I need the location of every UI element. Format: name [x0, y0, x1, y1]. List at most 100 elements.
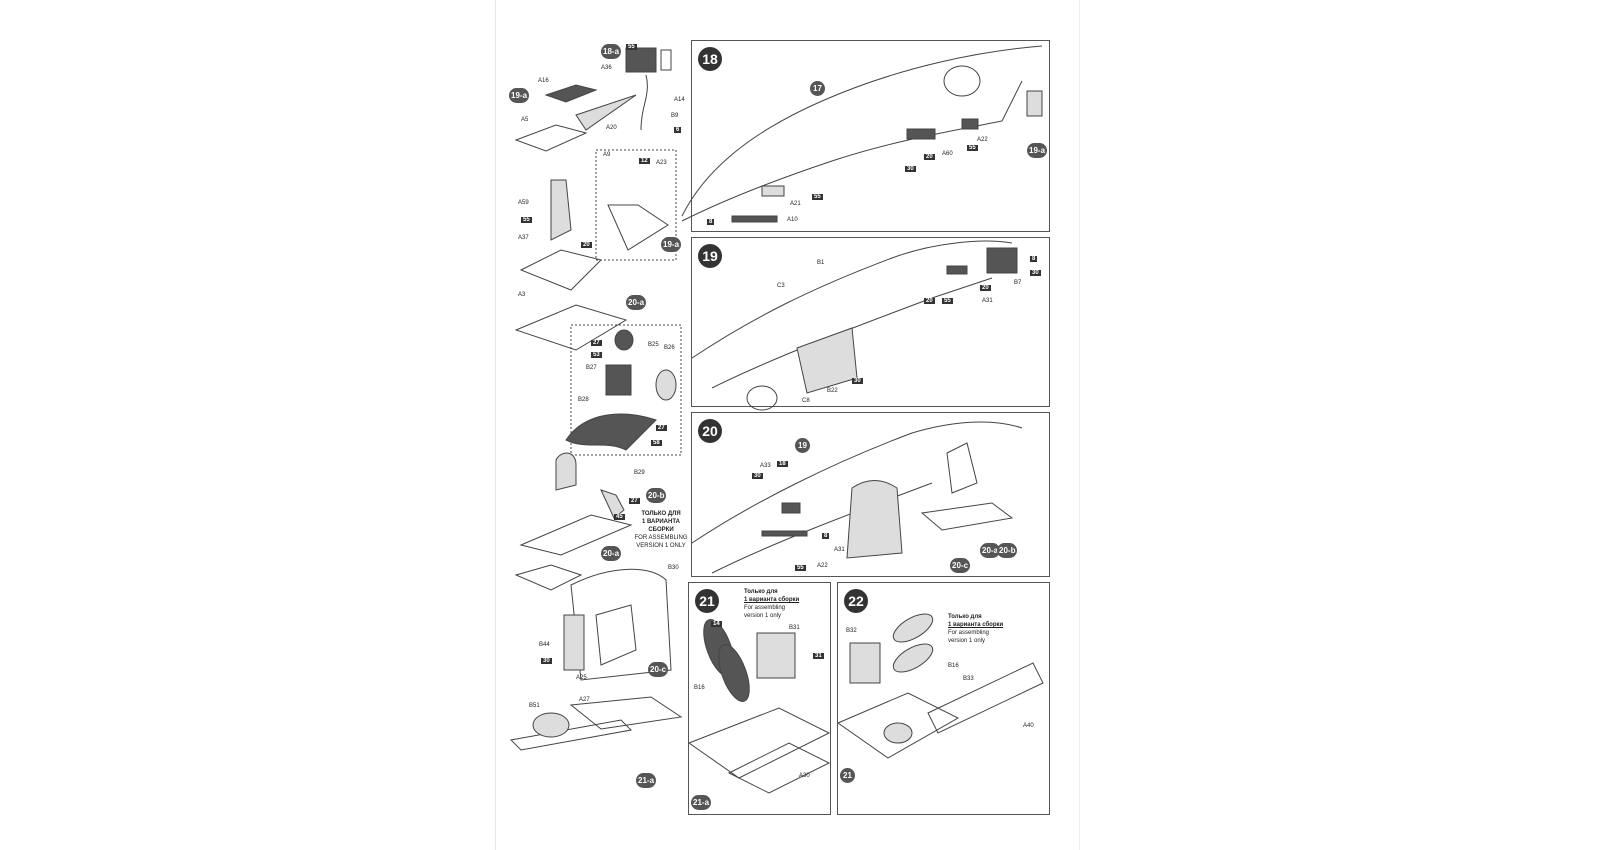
part-label: A37: [518, 235, 529, 241]
part-label: A20: [606, 125, 617, 131]
step-20-panel: 20 19 20-c 20-a 20-b A33 A31 A22 18 30 8…: [691, 412, 1050, 577]
paint-code-badge: 20: [924, 298, 935, 304]
part-label: B32: [846, 628, 857, 634]
paint-code-badge: 31: [813, 653, 824, 659]
part-label: B30: [668, 565, 679, 571]
step-21-panel: 21 Только для 1 варианта сборки For asse…: [687, 582, 831, 815]
fuselage-half-drawing: [681, 45, 1043, 223]
step-number: 19: [698, 244, 722, 268]
paint-code-badge: 30: [752, 473, 763, 479]
part-label: B22: [827, 388, 838, 394]
paint-code-badge: 27: [656, 425, 667, 431]
part-label: A36: [601, 65, 612, 71]
part-label: A31: [982, 298, 993, 304]
fuselage-half-drawing: [691, 240, 1018, 411]
paint-code-badge: 18: [777, 461, 788, 467]
step-18-panel: 18 17 19-a A60 A22 A21 A10 55 8 20 30 55: [681, 40, 1050, 232]
part-label: B7: [1014, 280, 1022, 286]
part-label: B33: [963, 676, 974, 682]
part-label: B28: [578, 397, 589, 403]
part-label: A31: [834, 547, 845, 553]
version-note-caps: ТОЛЬКО ДЛЯ 1 ВАРИАНТА СБОРКИ FOR ASSEMBL…: [634, 511, 688, 549]
paint-code-badge: 12: [639, 158, 650, 164]
part-label: A16: [538, 78, 549, 84]
paint-code-badge: 45: [614, 514, 625, 520]
ref-17-badge: 17: [810, 81, 825, 96]
drop-tanks-drawing: [836, 613, 1044, 759]
ref-21a-badge: 21-a: [691, 795, 712, 810]
step-number: 22: [844, 589, 868, 613]
instruction-page: 18-a 19-a 19-a 20-a 20-b 20-a 20-c 21-a …: [495, 0, 1080, 850]
part-label: A5: [521, 117, 529, 123]
part-label: A40: [1023, 723, 1034, 729]
subassembly-21a-badge: 21-a: [636, 773, 657, 788]
part-label: A59: [518, 200, 529, 206]
paint-code-badge: 55: [812, 194, 823, 200]
ref-19a-badge: 19-a: [1027, 143, 1048, 158]
part-label: B44: [539, 642, 550, 648]
part-label: B31: [789, 625, 800, 631]
paint-code-badge: 55: [521, 217, 532, 223]
step-number: 18: [698, 47, 722, 71]
part-label: B9: [671, 113, 679, 119]
paint-code-badge: 55: [967, 145, 978, 151]
paint-code-badge: 30: [852, 378, 863, 384]
paint-code-badge: 30: [1030, 270, 1041, 276]
ref-20c-badge: 20-c: [950, 558, 971, 573]
part-label: B25: [648, 342, 659, 348]
paint-code-badge: 55: [795, 565, 806, 571]
paint-code-badge: 8: [822, 533, 830, 539]
subassembly-19a-ref-badge: 19-a: [661, 237, 682, 252]
part-label: C3: [777, 283, 785, 289]
part-label: A9: [603, 152, 611, 158]
part-label: B16: [948, 663, 959, 669]
paint-code-badge: 30: [541, 658, 552, 664]
fuselage-half-drawing: [691, 421, 1023, 574]
paint-code-badge: 14: [711, 621, 722, 627]
part-label: A22: [977, 137, 988, 143]
subassembly-19a-badge: 19-a: [509, 88, 530, 103]
part-label: B26: [664, 345, 675, 351]
paint-code-badge: 8: [707, 219, 715, 225]
part-label: B1: [817, 260, 825, 266]
ref-19-badge: 19: [795, 438, 810, 453]
part-label: A10: [787, 217, 798, 223]
part-label: A27: [579, 697, 590, 703]
version-note: Только для 1 варианта сборки For assembl…: [744, 589, 800, 619]
seat-assembly-drawings: [509, 47, 683, 751]
paint-code-badge: 27: [629, 498, 640, 504]
ref-21-badge: 21: [840, 768, 855, 783]
paint-code-badge: 55: [626, 44, 637, 50]
version-note: Только для 1 варианта сборки For assembl…: [948, 614, 1004, 644]
step-number: 20: [698, 419, 722, 443]
subassembly-20a-badge: 20-a: [626, 295, 647, 310]
paint-code-badge: 27: [591, 340, 602, 346]
part-label: A33: [760, 463, 771, 469]
part-label: A3: [518, 292, 526, 298]
part-label: C8: [802, 398, 810, 404]
drop-tanks-drawing: [687, 619, 831, 794]
part-label: B51: [529, 703, 540, 709]
part-label: A14: [674, 97, 685, 103]
subassembly-18a-badge: 18-a: [601, 44, 622, 59]
paint-code-badge: 20: [924, 154, 935, 160]
part-label: A22: [817, 563, 828, 569]
part-label: A60: [942, 151, 953, 157]
subassembly-20c-badge: 20-c: [648, 662, 669, 677]
paint-code-badge: 6: [674, 127, 682, 133]
part-label: B16: [694, 685, 705, 691]
paint-code-badge: 20: [581, 242, 592, 248]
paint-code-badge: 58: [651, 440, 662, 446]
ref-20b-badge: 20-b: [997, 543, 1018, 558]
ref-20a-badge: 20-a: [980, 543, 1001, 558]
step-number: 21: [695, 589, 719, 613]
paint-code-badge: 30: [905, 166, 916, 172]
part-label: B29: [634, 470, 645, 476]
subassembly-20a-ref-badge: 20-a: [601, 546, 622, 561]
paint-code-badge: 8: [1030, 256, 1038, 262]
paint-code-badge: 55: [942, 298, 953, 304]
paint-code-badge: 20: [980, 285, 991, 291]
part-label: B27: [586, 365, 597, 371]
step-22-panel: 22 Только для 1 варианта сборки For asse…: [836, 582, 1050, 815]
part-label: A30: [799, 773, 810, 779]
